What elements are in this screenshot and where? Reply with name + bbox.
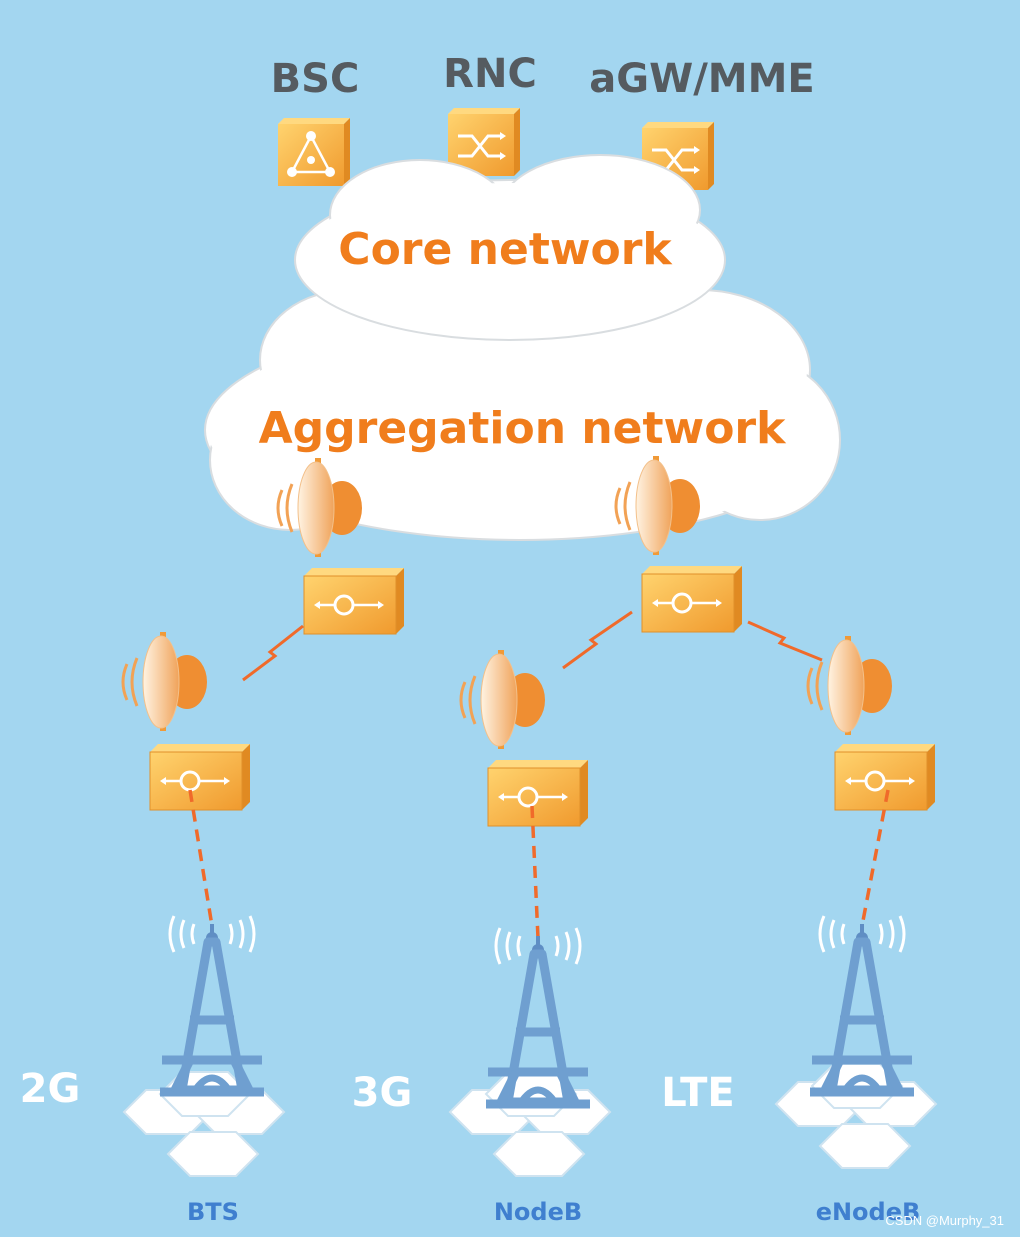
microwave-link-left	[243, 626, 303, 680]
tower-icon-2g	[160, 924, 264, 1092]
access-switch-3g	[488, 760, 588, 826]
microwave-link-middle	[563, 612, 632, 668]
controller-label-mme: aGW/MME	[589, 56, 815, 102]
generation-label-lte: LTE	[661, 1070, 734, 1116]
base-station-label-bts: BTS	[187, 1198, 239, 1226]
controller-label-bsc: BSC	[271, 56, 360, 102]
microwave-link-right	[748, 622, 822, 660]
cell-hexes-3g	[450, 1072, 610, 1176]
access-switch-2g	[150, 744, 250, 810]
aggregation-switch-left	[304, 568, 404, 634]
access-dish-2g	[123, 632, 207, 731]
watermark: CSDN @Murphy_31	[885, 1213, 1004, 1228]
core-network-label: Core network	[338, 224, 673, 275]
access-dish-lte	[808, 636, 892, 735]
access-dish-3g	[461, 650, 545, 749]
aggregation-network-label: Aggregation network	[259, 403, 788, 454]
generation-label-2g: 2G	[20, 1066, 81, 1112]
aggregation-switch-right	[642, 566, 742, 632]
base-station-label-nodeb: NodeB	[494, 1198, 582, 1226]
bsc-icon	[278, 118, 350, 186]
generation-label-3g: 3G	[352, 1070, 413, 1116]
controller-label-rnc: RNC	[443, 51, 537, 97]
